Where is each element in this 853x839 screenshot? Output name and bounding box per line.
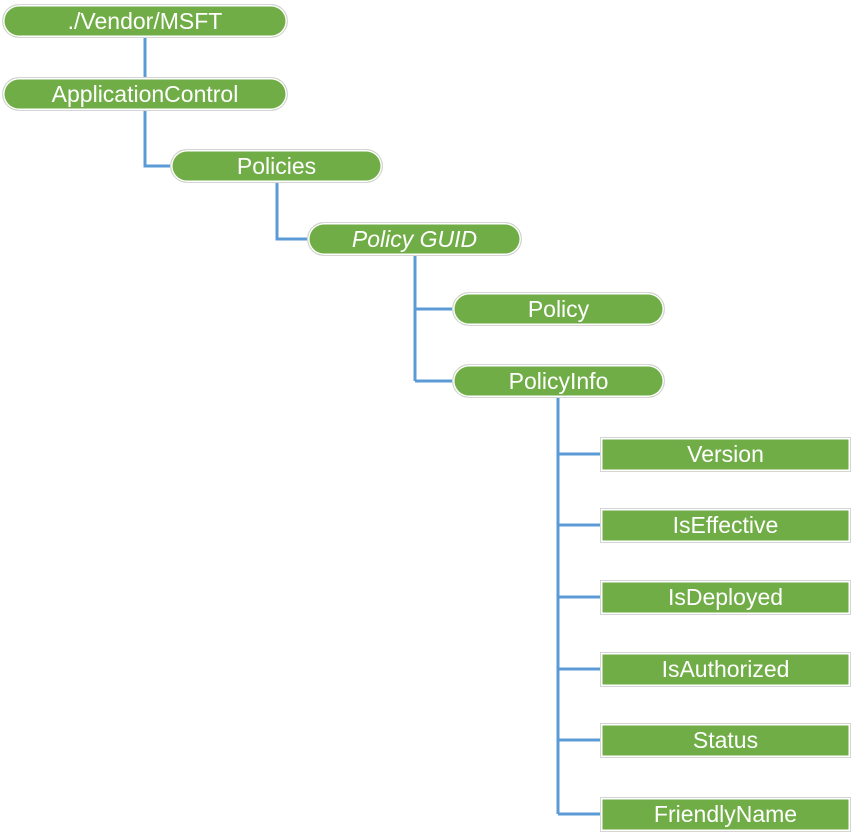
node-vendor-msft: ./Vendor/MSFT bbox=[2, 4, 288, 38]
node-is-effective: IsEffective bbox=[600, 508, 851, 543]
node-policies: Policies bbox=[170, 149, 383, 183]
node-version: Version bbox=[600, 437, 851, 472]
connector-appcontrol-to-policies bbox=[143, 110, 170, 168]
connector-policies-to-policyguid bbox=[275, 182, 307, 241]
node-policy: Policy bbox=[452, 292, 665, 326]
connector-policyguid-to-children bbox=[413, 255, 452, 383]
node-is-authorized: IsAuthorized bbox=[600, 652, 851, 687]
node-policy-info: PolicyInfo bbox=[452, 364, 665, 398]
node-policy-guid: Policy GUID bbox=[307, 222, 522, 256]
node-application-control: ApplicationControl bbox=[2, 77, 288, 111]
node-is-deployed: IsDeployed bbox=[600, 580, 851, 615]
connector-policyinfo-to-children bbox=[556, 398, 600, 816]
node-friendly-name: FriendlyName bbox=[600, 797, 851, 832]
node-status: Status bbox=[600, 723, 851, 758]
